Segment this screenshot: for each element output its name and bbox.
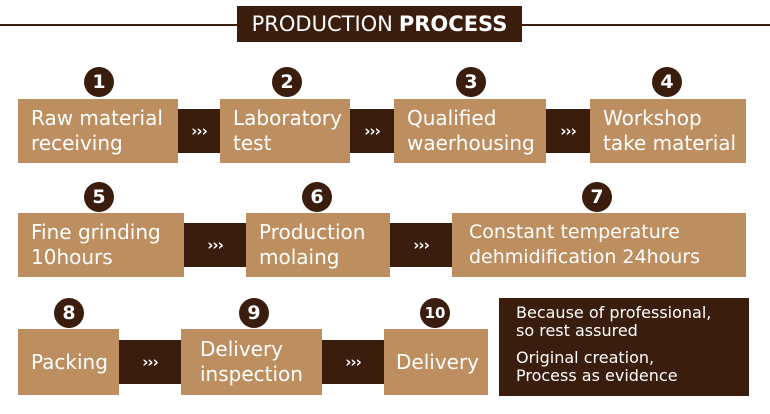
step-arrow-5-6: ›››	[184, 223, 246, 267]
step-5-line-1: Fine grinding	[31, 220, 161, 244]
step-number-8: 8	[54, 298, 84, 328]
step-7-line-2: dehmidification 24hours	[469, 246, 701, 268]
title-regular: PRODUCTION	[251, 12, 393, 36]
step-arrow-9-10: ›››	[322, 340, 384, 384]
assurance-note: Because of professional, so rest assured…	[499, 298, 749, 396]
step-number-9: 9	[239, 298, 269, 328]
step-arrow-6-7: ›››	[390, 223, 452, 267]
step-6-line-1: Production	[259, 220, 366, 244]
header-line-left	[0, 24, 237, 26]
title-bold: PROCESS	[398, 12, 508, 36]
step-2-line-2: test	[233, 131, 272, 155]
note-paragraph-2: Original creation, Process as evidence	[516, 349, 749, 385]
note-p1-line-1: Because of professional,	[516, 303, 712, 322]
step-number-2: 2	[272, 67, 302, 97]
step-number-1: 1	[84, 67, 114, 97]
step-box-8: Packing	[18, 329, 119, 395]
step-1-line-2: receiving	[31, 131, 123, 155]
step-number-7: 7	[582, 182, 612, 212]
step-9-line-2: inspection	[200, 362, 303, 386]
step-4-line-1: Workshop	[603, 106, 702, 130]
step-box-7: Constant temperature dehmidification 24ho…	[452, 213, 746, 277]
step-4-line-2: take material	[603, 131, 737, 155]
step-box-10: Delivery	[384, 329, 488, 395]
step-number-5: 5	[84, 182, 114, 212]
note-p2-line-2: Process as evidence	[516, 366, 678, 385]
header-line-right	[522, 24, 770, 26]
step-2-line-1: Laboratory	[233, 106, 342, 130]
step-arrow-3-4: ›››	[546, 109, 590, 153]
step-number-3: 3	[456, 67, 486, 97]
step-number-6: 6	[302, 182, 332, 212]
step-8-line-1: Packing	[31, 349, 108, 374]
step-3-line-1: Qualified	[407, 106, 497, 130]
step-7-line-1: Constant temperature	[469, 221, 680, 243]
step-9-line-1: Delivery	[200, 337, 284, 361]
step-1-line-1: Raw material	[31, 106, 163, 130]
step-5-line-2: 10hours	[31, 245, 113, 269]
step-arrow-1-2: ›››	[178, 109, 220, 153]
note-p1-line-2: so rest assured	[516, 321, 638, 340]
step-6-line-2: molaing	[259, 245, 340, 269]
step-3-line-2: waerhousing	[407, 131, 535, 155]
step-arrow-8-9: ›››	[119, 340, 181, 384]
step-number-4: 4	[652, 67, 682, 97]
note-paragraph-1: Because of professional, so rest assured	[516, 304, 749, 340]
step-10-line-1: Delivery	[396, 349, 480, 374]
note-p2-line-1: Original creation,	[516, 348, 655, 367]
step-arrow-2-3: ›››	[350, 109, 394, 153]
step-number-10: 10	[420, 298, 450, 328]
